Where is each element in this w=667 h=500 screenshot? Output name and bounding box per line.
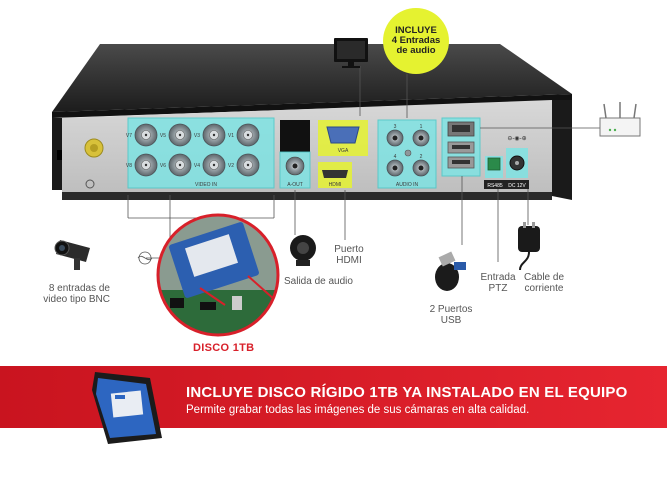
banner-subtitle: Permite grabar todas las imágenes de sus… (186, 404, 530, 416)
usb-port-2-slot (452, 160, 470, 164)
rca-connectors (386, 129, 430, 177)
rca-channel-label: 4 (394, 154, 397, 160)
hdd-zoom-circle (156, 213, 280, 337)
dvr-bottom-edge (62, 192, 552, 200)
rca-connector (386, 159, 404, 177)
rca-connector (412, 159, 430, 177)
hdd-photo (92, 372, 162, 444)
dc-polarity-icon: ⊖-◉-⊕ (507, 136, 526, 142)
hdmi-port (322, 170, 348, 178)
hdmi-label: HDMI (329, 182, 342, 188)
rs485-terminal (487, 157, 501, 171)
dc-label-bg (505, 180, 529, 189)
bnc-connectors (134, 123, 260, 177)
power-adapter-icon (518, 222, 540, 271)
rca-channel-labels: 3 1 4 2 (394, 124, 423, 160)
bnc-connector (202, 153, 226, 177)
rs485-label: RS485 (487, 183, 503, 189)
vga-port (326, 126, 360, 144)
rca-connector (386, 129, 404, 147)
speaker-icon (290, 235, 316, 266)
leader-lines (127, 66, 600, 262)
callout-power: Cable de corriente (523, 272, 565, 294)
banner-title: INCLUYE DISCO RÍGIDO 1TB YA INSTALADO EN… (186, 384, 628, 401)
usb-stick-icon (435, 251, 466, 291)
disk-label: DISCO 1TB (193, 342, 255, 354)
ethernet-jack (452, 125, 470, 132)
dc12v-label: DC 12V (508, 183, 526, 189)
video-in-label: VIDEO IN (195, 182, 217, 188)
badge-line-2: 4 Entradas (391, 35, 441, 46)
bnc-channel-label: V1 (228, 133, 234, 139)
rca-channel-label: 3 (394, 124, 397, 130)
bnc-connector (168, 153, 192, 177)
bnc-channel-label: V3 (194, 133, 200, 139)
monitor-icon (334, 38, 368, 68)
rca-connector (412, 129, 430, 147)
bnc-channel-label: V6 (160, 163, 166, 169)
bnc-connector (236, 153, 260, 177)
bnc-channel-label: V2 (228, 163, 234, 169)
bnc-connector (202, 123, 226, 147)
fan-vent (280, 120, 310, 152)
dvr-left-foot (57, 150, 63, 160)
callout-bnc: 8 entradas de video tipo BNC (43, 283, 110, 305)
badge-line-3: de audio (396, 45, 436, 56)
dc-jack-pin (515, 161, 519, 165)
bnc-connector (168, 123, 192, 147)
rs485-label-bg (484, 180, 506, 189)
panel-screw (404, 149, 412, 157)
vga-label: VGA (338, 148, 349, 154)
audio-in-label: AUDIO IN (396, 182, 419, 188)
audio-out-pin (292, 163, 298, 169)
callout-audio-out: Salida de audio (284, 276, 353, 287)
bnc-channel-label: V7 (126, 133, 132, 139)
router-icon (599, 102, 641, 137)
bnc-channel-label: V5 (160, 133, 166, 139)
badge-line-1: INCLUYE (395, 25, 437, 36)
camera-icon (54, 240, 90, 270)
dvr-right-side (552, 100, 572, 200)
ground-symbol-icon (85, 179, 95, 189)
bnc-connector (134, 153, 158, 177)
bnc-connector (236, 123, 260, 147)
ground-terminal-core (90, 144, 98, 152)
callout-ptz: Entrada PTZ (480, 272, 516, 294)
audio-inputs-badge: INCLUYE 4 Entradas de audio (383, 8, 449, 74)
callout-hdmi-port: Puerto HDMI (334, 244, 364, 266)
bnc-cable-icon (137, 255, 153, 261)
bnc-connector (134, 123, 158, 147)
callout-usb: 2 Puertos USB (429, 304, 473, 326)
usb-port-1-slot (452, 145, 470, 149)
bnc-channel-label: V4 (194, 163, 200, 169)
rca-channel-label: 2 (420, 154, 423, 160)
a-out-label: A-OUT (287, 182, 303, 188)
bnc-leader-dot (138, 251, 152, 265)
bnc-channel-label: V8 (126, 163, 132, 169)
rca-channel-label: 1 (420, 124, 423, 130)
